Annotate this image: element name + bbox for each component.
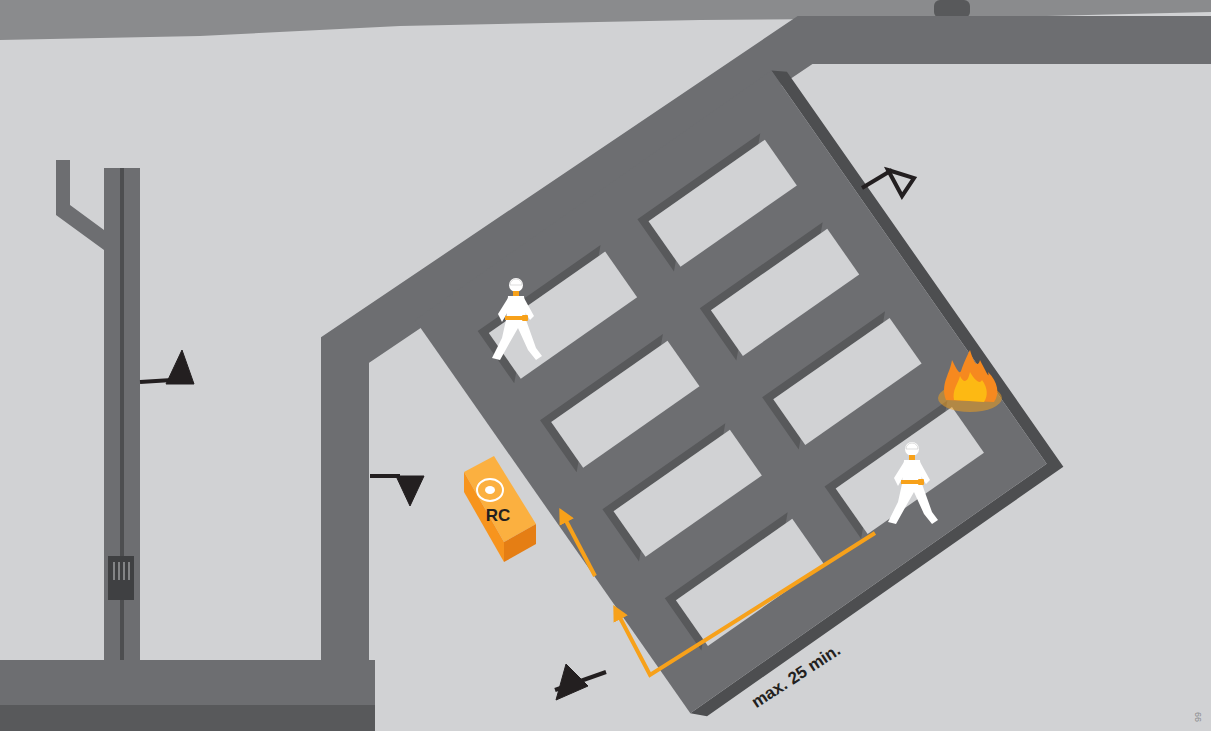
fire: [938, 350, 1002, 412]
pillar-room: [649, 140, 797, 267]
miner: [492, 278, 542, 360]
pillar-room: [676, 519, 824, 646]
pillar-room: [836, 407, 984, 534]
door-symbols: [140, 170, 914, 700]
miner: [888, 442, 938, 524]
pillar-room: [551, 341, 699, 468]
shaft-top: [934, 0, 970, 18]
pillar-room: [489, 252, 637, 379]
access-drift: [345, 40, 1211, 731]
refuge-chamber: RC: [460, 452, 538, 564]
mine-grid: [415, 64, 1063, 723]
time-limit: max. 25 min.: [748, 640, 844, 712]
pillar-room: [614, 430, 762, 557]
bottom-drift: [0, 660, 375, 731]
page-number: 99: [1193, 712, 1203, 722]
chamber-label: RC: [486, 506, 511, 526]
pillar-room: [773, 318, 921, 445]
vertical-shaft: [56, 160, 140, 660]
bottom-drift-edge: [0, 705, 375, 731]
escape-route: [563, 515, 595, 576]
pillar-room: [711, 229, 859, 356]
